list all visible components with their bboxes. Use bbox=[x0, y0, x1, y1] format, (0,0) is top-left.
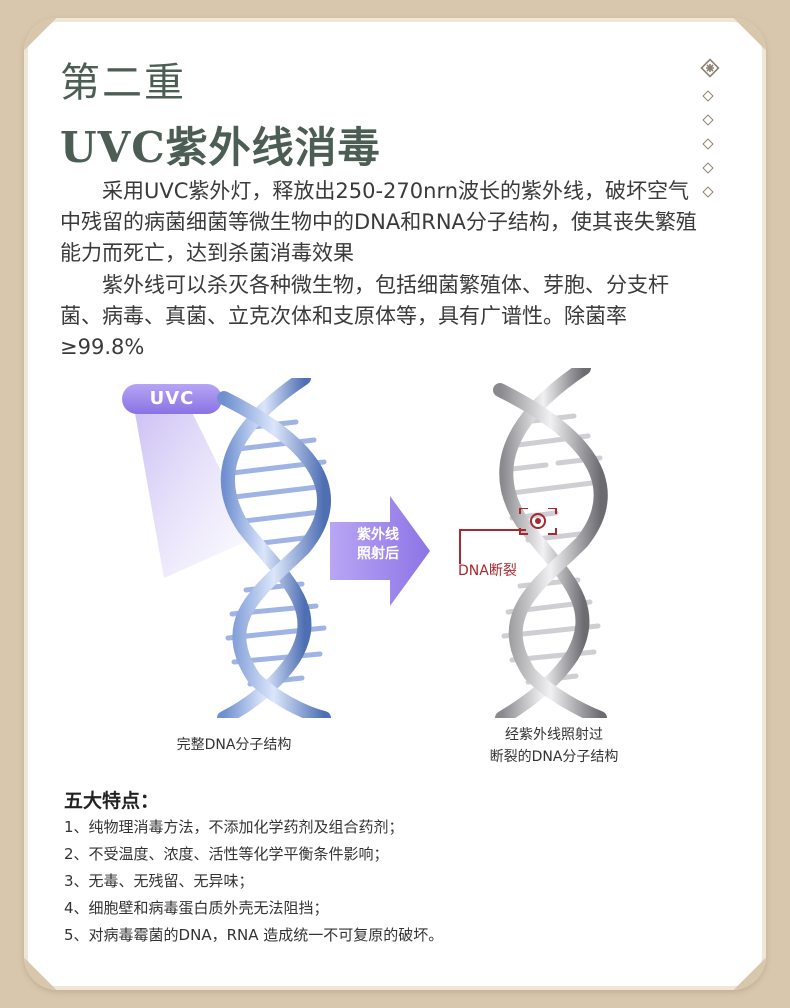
features-title: 五大特点： bbox=[64, 790, 160, 812]
feature-item: 2、不受温度、浓度、活性等化学平衡条件影响； bbox=[64, 845, 389, 863]
uvc-light-beam bbox=[132, 396, 254, 578]
corner-notch bbox=[733, 957, 766, 990]
content-card: 第二重 UVC紫外线消毒 采用UVC紫外灯，释放出250-270nrn波长的紫外… bbox=[24, 18, 766, 990]
feature-item: 3、无毒、无残留、无异味； bbox=[64, 872, 254, 890]
arrow-label-line2: 照射后 bbox=[357, 546, 399, 562]
broken-dna-helix bbox=[493, 368, 608, 718]
caption-broken-line1: 经紫外线照射过 bbox=[505, 727, 603, 743]
features-list: 1、纯物理消毒方法，不添加化学药剂及组合药剂； 2、不受温度、浓度、活性等化学平… bbox=[64, 814, 443, 949]
section-title-number: 第二重 bbox=[60, 60, 186, 106]
corner-notch bbox=[24, 957, 57, 990]
description-paragraph-2: 紫外线可以杀灭各种微生物，包括细菌繁殖体、芽胞、分支杆菌、病毒、真菌、立克次体和… bbox=[60, 270, 700, 363]
intact-dna-helix bbox=[217, 378, 331, 718]
feature-item: 1、纯物理消毒方法，不添加化学药剂及组合药剂； bbox=[64, 818, 404, 836]
feature-item: 5、对病毒霉菌的DNA，RNA 造成统一不可复原的破坏。 bbox=[64, 926, 444, 944]
arrow-right-icon bbox=[330, 496, 430, 606]
caption-broken-dna: 经紫外线照射过 断裂的DNA分子结构 bbox=[444, 724, 664, 768]
dna-break-marker bbox=[459, 508, 557, 564]
feature-item: 4、细胞壁和病毒蛋白质外壳无法阻挡； bbox=[64, 899, 329, 917]
description-paragraph-1: 采用UVC紫外灯，释放出250-270nrn波长的紫外线，破坏空气中残留的病菌细… bbox=[60, 176, 700, 269]
paragraph-2-text: 紫外线可以杀灭各种微生物，包括细菌繁殖体、芽胞、分支杆菌、病毒、真菌、立克次体和… bbox=[60, 273, 669, 359]
caption-broken-line2: 断裂的DNA分子结构 bbox=[489, 749, 619, 765]
caption-intact-dna: 完整DNA分子结构 bbox=[176, 737, 292, 753]
section-title: UVC紫外线消毒 bbox=[60, 123, 381, 172]
uvc-badge: UVC bbox=[122, 384, 222, 414]
arrow-label-line1: 紫外线 bbox=[357, 527, 399, 543]
arrow-label: 紫外线 照射后 bbox=[338, 526, 418, 564]
endless-knot-icon bbox=[700, 58, 720, 78]
paragraph-1-text: 采用UVC紫外灯，释放出250-270nrn波长的紫外线，破坏空气中残留的病菌细… bbox=[60, 179, 697, 265]
dna-break-label: DNA断裂 bbox=[458, 563, 517, 579]
